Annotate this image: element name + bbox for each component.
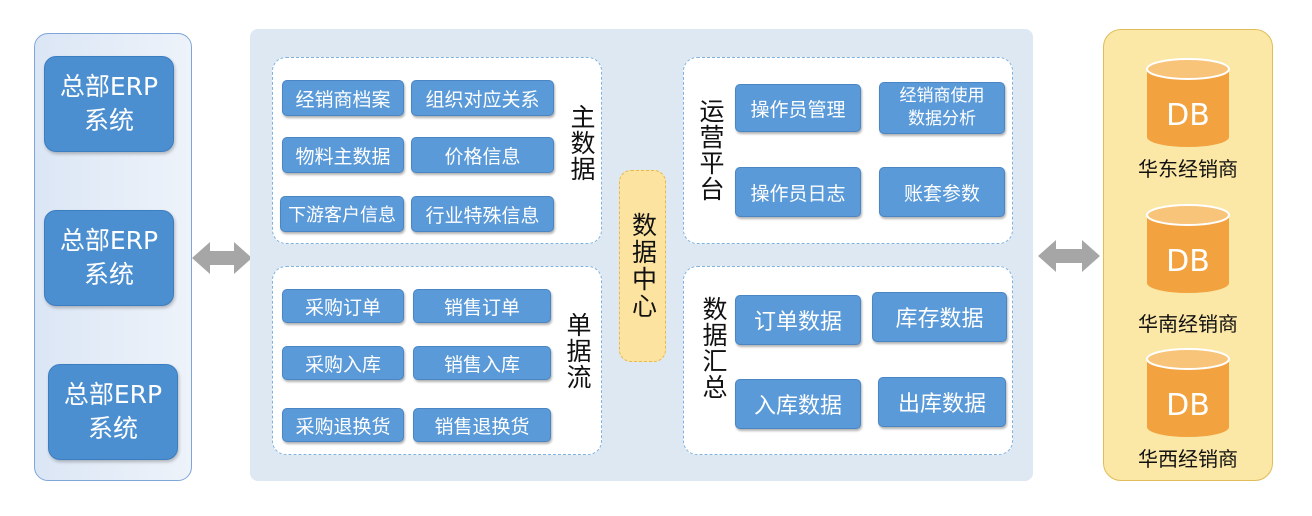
- master-data-label: 主数据: [567, 104, 596, 182]
- downstream-customer-box: 下游客户信息: [280, 196, 404, 232]
- industry-info-box: 行业特殊信息: [411, 196, 554, 232]
- db-icon-text: DB: [1166, 244, 1210, 279]
- material-master-box: 物料主数据: [282, 137, 404, 173]
- box-label: 行业特殊信息: [425, 204, 540, 227]
- operator-log-box: 操作员日志: [735, 167, 861, 217]
- dealer-usage-analysis-box: 经销商使用数据分析: [879, 82, 1005, 134]
- data-summary-label: 数据汇总: [699, 296, 728, 400]
- box-label: 价格信息: [444, 145, 521, 168]
- inventory-data-box: 库存数据: [872, 292, 1007, 342]
- sales-order-box: 销售订单: [413, 289, 551, 323]
- box-label: 入库数据: [753, 394, 842, 419]
- double-arrow-icon: [192, 242, 252, 274]
- ops-platform-label: 运营平台: [696, 98, 725, 202]
- box-label: 采购入库: [304, 353, 381, 376]
- box-label: 订单数据: [753, 310, 842, 335]
- db-label-south: 华南经销商: [1138, 312, 1238, 336]
- purchase-inbound-box: 采购入库: [282, 346, 404, 380]
- data-center-label: 数据中心: [628, 212, 658, 320]
- box-label: 销售退换货: [434, 415, 530, 438]
- database-icon: DB: [1146, 348, 1230, 437]
- box-label: 销售订单: [443, 296, 520, 319]
- outbound-data-box: 出库数据: [878, 377, 1006, 427]
- box-label: 物料主数据: [295, 145, 391, 168]
- purchase-order-box: 采购订单: [282, 289, 404, 323]
- dealer-archive-box: 经销商档案: [282, 80, 404, 116]
- account-params-box: 账套参数: [879, 167, 1005, 217]
- box-label: 采购订单: [304, 296, 381, 319]
- box-label: 采购退换货: [295, 415, 391, 438]
- org-mapping-box: 组织对应关系: [411, 80, 554, 116]
- sales-inbound-box: 销售入库: [413, 346, 551, 380]
- box-label: 下游客户信息: [288, 205, 396, 226]
- sales-return-box: 销售退换货: [413, 408, 551, 442]
- price-info-box: 价格信息: [411, 137, 554, 173]
- database-icon: DB: [1146, 204, 1230, 293]
- database-icon: DB: [1146, 58, 1230, 147]
- box-label: 库存数据: [895, 307, 984, 332]
- db-label-east: 华东经销商: [1138, 157, 1238, 181]
- double-arrow-icon: [1038, 240, 1100, 272]
- box-label: 经销商使用数据分析: [899, 86, 985, 129]
- box-label: 操作员管理: [750, 98, 846, 121]
- db-label-west: 华西经销商: [1138, 447, 1238, 471]
- data-center-box: 数据中心: [619, 170, 666, 362]
- inbound-data-box: 入库数据: [735, 379, 861, 429]
- box-label: 操作员日志: [750, 182, 846, 205]
- operator-management-box: 操作员管理: [735, 84, 861, 132]
- box-label: 经销商档案: [295, 88, 391, 111]
- box-label: 账套参数: [903, 182, 980, 205]
- purchase-return-box: 采购退换货: [282, 408, 404, 442]
- box-label: 出库数据: [897, 392, 986, 417]
- order-data-box: 订单数据: [735, 295, 861, 345]
- document-flow-label: 单据流: [563, 312, 592, 390]
- db-icon-text: DB: [1166, 388, 1210, 423]
- box-label: 销售入库: [443, 353, 520, 376]
- db-icon-text: DB: [1166, 98, 1210, 133]
- box-label: 组织对应关系: [425, 88, 540, 111]
